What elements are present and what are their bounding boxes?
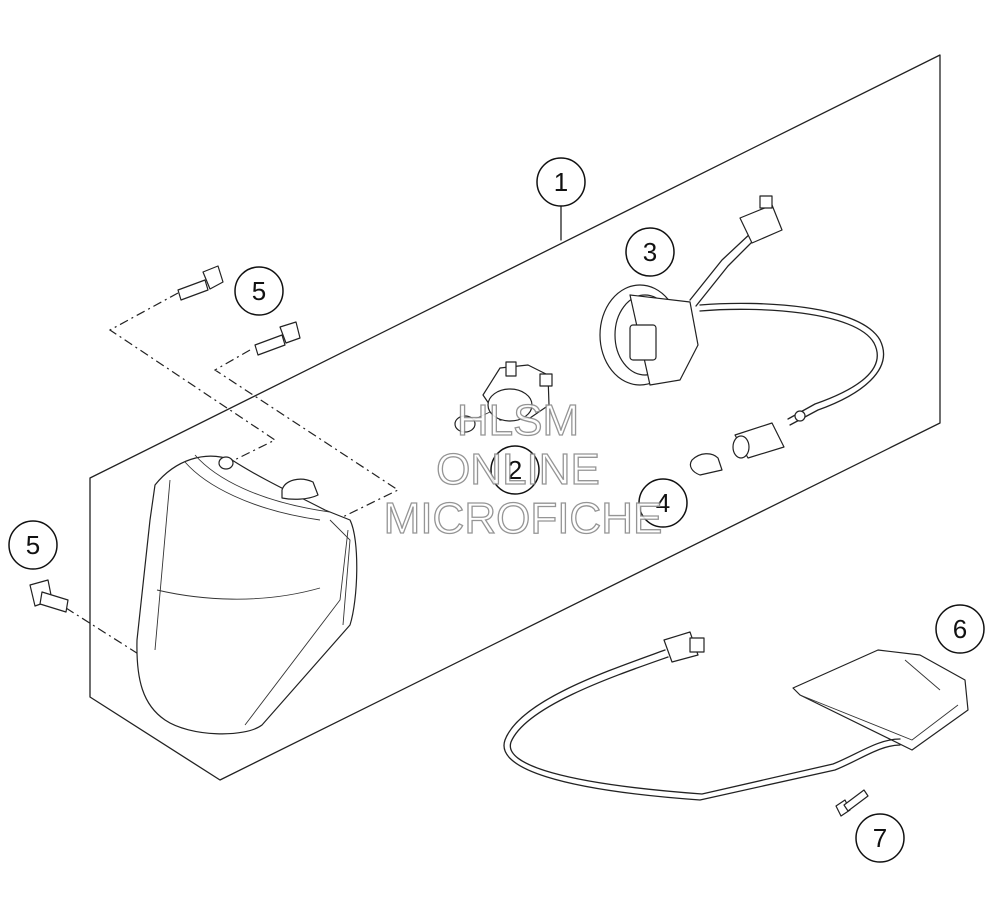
callout-label: 2 — [508, 455, 522, 485]
callout-3[interactable]: 3 — [625, 227, 675, 277]
socket-part-3[interactable] — [599, 195, 885, 426]
callout-1[interactable]: 1 — [536, 157, 586, 207]
callout-label: 6 — [953, 614, 967, 644]
callout-label: 5 — [26, 530, 40, 560]
watermark-line-1: HLSM — [457, 396, 579, 445]
callout-5-lower[interactable]: 5 — [8, 520, 58, 570]
bulb-part-2[interactable] — [454, 361, 553, 433]
mounting-guide-upper — [108, 292, 277, 478]
watermark-line-3: MICROFICHE — [384, 494, 663, 543]
headlight-housing[interactable] — [136, 454, 358, 735]
parking-bulb-part-4[interactable] — [689, 410, 806, 476]
mounting-guide-lower — [213, 349, 400, 531]
callout-label: 3 — [643, 237, 657, 267]
harness-connector — [663, 631, 705, 663]
wiring-harness[interactable] — [503, 631, 901, 801]
callout-7[interactable]: 7 — [855, 813, 905, 863]
callout-5-upper[interactable]: 5 — [234, 266, 284, 316]
callout-2[interactable]: 2 — [490, 445, 540, 495]
mounting-guide-side — [65, 607, 141, 656]
light-unit-part-6[interactable] — [792, 649, 969, 751]
callout-label: 7 — [873, 823, 887, 853]
callout-label: 1 — [554, 167, 568, 197]
callout-label: 4 — [656, 488, 670, 518]
bolt-upper[interactable] — [177, 265, 224, 301]
bolt-part-7[interactable] — [835, 789, 869, 817]
callout-label: 5 — [252, 276, 266, 306]
callout-6[interactable]: 6 — [935, 604, 985, 654]
watermark-line-2: ONLINE — [436, 445, 600, 494]
callout-4[interactable]: 4 — [638, 478, 688, 528]
connector-plug — [739, 195, 783, 244]
bolt-lower[interactable] — [29, 579, 69, 613]
watermark: HLSM ONLINE MICROFICHE — [383, 395, 663, 543]
assembly-outline — [89, 54, 941, 781]
bolt-middle[interactable] — [254, 321, 301, 356]
